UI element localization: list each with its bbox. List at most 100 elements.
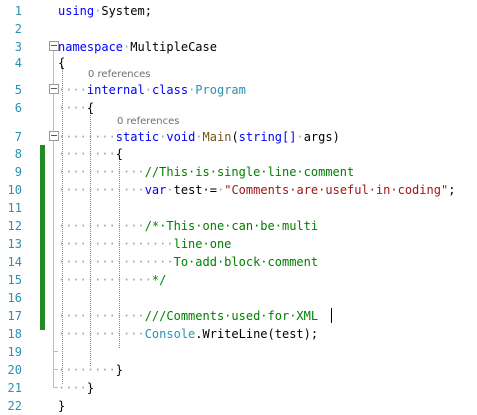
whitespace-dot: ············ bbox=[58, 327, 145, 341]
string-literal: "Comments·are·useful·in·coding" bbox=[224, 183, 449, 197]
line-number: 1 bbox=[14, 4, 22, 18]
code-line[interactable]: ············///Comments·used·for·XML bbox=[58, 307, 318, 325]
identifier: MultipleCase bbox=[130, 40, 217, 54]
code-line[interactable]: ············Console.WriteLine(test); bbox=[58, 325, 318, 343]
change-indicator-bar bbox=[40, 145, 45, 330]
keyword: var bbox=[144, 183, 167, 197]
code-line[interactable]: ····internal·class·Program bbox=[58, 81, 246, 99]
code-line[interactable]: { bbox=[58, 54, 65, 72]
whitespace-dot: ············ bbox=[58, 309, 145, 323]
code-line[interactable]: ····{ bbox=[58, 99, 94, 117]
whitespace-dot: · bbox=[123, 40, 131, 54]
comment: //This·is·single·line·comment bbox=[144, 165, 355, 179]
code-line[interactable]: } bbox=[58, 397, 65, 415]
line-number: 14 bbox=[7, 255, 22, 269]
line-number: 8 bbox=[14, 147, 22, 161]
whitespace-dot: · bbox=[94, 4, 102, 18]
code-line[interactable]: ········{ bbox=[58, 145, 123, 163]
code-line[interactable]: ············/*·This·one·can·be·multi bbox=[58, 217, 318, 235]
comment: ///Comments·used·for·XML bbox=[144, 309, 319, 323]
whitespace-dot: ············ bbox=[58, 183, 145, 197]
class-name: Console bbox=[144, 327, 196, 341]
line-number: 6 bbox=[14, 101, 22, 115]
comment: */ bbox=[151, 273, 167, 287]
semicolon: ; bbox=[448, 183, 456, 197]
code-line[interactable]: ····} bbox=[58, 379, 94, 397]
line-number: 9 bbox=[14, 165, 22, 179]
line-number: 3 bbox=[14, 40, 22, 54]
code-line[interactable]: ········} bbox=[58, 361, 123, 379]
brace: { bbox=[115, 147, 124, 161]
line-number: 17 bbox=[7, 309, 22, 323]
code-line[interactable]: using·System; bbox=[58, 2, 152, 20]
code-lens-references[interactable]: 0 references bbox=[88, 69, 151, 80]
line-number: 10 bbox=[7, 183, 22, 197]
whitespace-dot: ················ bbox=[58, 255, 174, 269]
whitespace-dot: ···· bbox=[58, 101, 87, 115]
keyword: static bbox=[115, 130, 160, 144]
line-number: 4 bbox=[14, 56, 22, 70]
line-number: 13 bbox=[7, 237, 22, 251]
whitespace-dot: · bbox=[296, 130, 304, 144]
keyword: class bbox=[151, 83, 189, 97]
whitespace-dot: ················ bbox=[58, 237, 174, 251]
whitespace-dot: · bbox=[195, 130, 203, 144]
code-line[interactable]: ············//This·is·single·line·commen… bbox=[58, 163, 354, 181]
fold-toggle-method[interactable] bbox=[49, 131, 59, 141]
brace: } bbox=[86, 381, 95, 395]
brace: { bbox=[86, 101, 95, 115]
identifier: args bbox=[303, 130, 333, 144]
paren: ) bbox=[332, 130, 340, 144]
code-line[interactable]: ················To·add·block·comment bbox=[58, 253, 318, 271]
keyword: void bbox=[166, 130, 196, 144]
comment: /*·This·one·can·be·multi bbox=[144, 219, 319, 233]
code-line[interactable]: ········static·void·Main(string[]·args) bbox=[58, 128, 340, 146]
line-number: 16 bbox=[7, 291, 22, 305]
fold-line bbox=[53, 51, 54, 387]
whitespace-dot: ···· bbox=[58, 381, 87, 395]
whitespace-dot: · bbox=[188, 83, 196, 97]
code-lens-references[interactable]: 0 references bbox=[117, 116, 180, 127]
fold-line-end bbox=[53, 351, 58, 352]
line-number: 22 bbox=[7, 399, 22, 413]
class-name: Program bbox=[195, 83, 246, 97]
method-name: Main bbox=[202, 130, 232, 144]
keyword: string[] bbox=[238, 130, 297, 144]
line-number: 18 bbox=[7, 327, 22, 341]
whitespace-dot: ············ bbox=[58, 165, 145, 179]
comment: line·one bbox=[173, 237, 232, 251]
indent-guide bbox=[90, 110, 91, 366]
code-line[interactable]: namespace·MultipleCase bbox=[58, 38, 217, 56]
line-number: 21 bbox=[7, 381, 22, 395]
whitespace-dot: · bbox=[144, 83, 152, 97]
code-line[interactable]: ·············*/ bbox=[58, 271, 166, 289]
line-number: 12 bbox=[7, 219, 22, 233]
code-line[interactable]: ················line·one bbox=[58, 235, 231, 253]
whitespace-dot: · bbox=[166, 183, 174, 197]
comment: To·add·block·comment bbox=[173, 255, 319, 269]
identifier: System; bbox=[101, 4, 152, 18]
whitespace-dot: ···· bbox=[58, 83, 87, 97]
paren: ( bbox=[231, 130, 239, 144]
whitespace-dot: ········ bbox=[58, 363, 116, 377]
line-number: 19 bbox=[7, 345, 22, 359]
fold-toggle-class[interactable] bbox=[49, 84, 59, 94]
whitespace-dot: ············ bbox=[58, 219, 145, 233]
brace: } bbox=[115, 363, 124, 377]
line-number: 2 bbox=[14, 22, 22, 36]
fold-line-end bbox=[53, 387, 58, 388]
method-call: .WriteLine(test); bbox=[195, 327, 319, 341]
line-number: 5 bbox=[14, 83, 22, 97]
indent-guide bbox=[119, 156, 120, 348]
code-line[interactable]: ············var·test·=·"Comments·are·use… bbox=[58, 181, 455, 199]
whitespace-dot: ············· bbox=[58, 273, 152, 287]
line-number: 7 bbox=[14, 130, 22, 144]
whitespace-dot: · bbox=[159, 130, 167, 144]
brace: { bbox=[58, 56, 66, 70]
line-number: 20 bbox=[7, 363, 22, 377]
fold-line-end bbox=[53, 369, 58, 370]
keyword: namespace bbox=[58, 40, 124, 54]
line-number: 15 bbox=[7, 273, 22, 287]
fold-toggle-namespace[interactable] bbox=[49, 41, 59, 51]
